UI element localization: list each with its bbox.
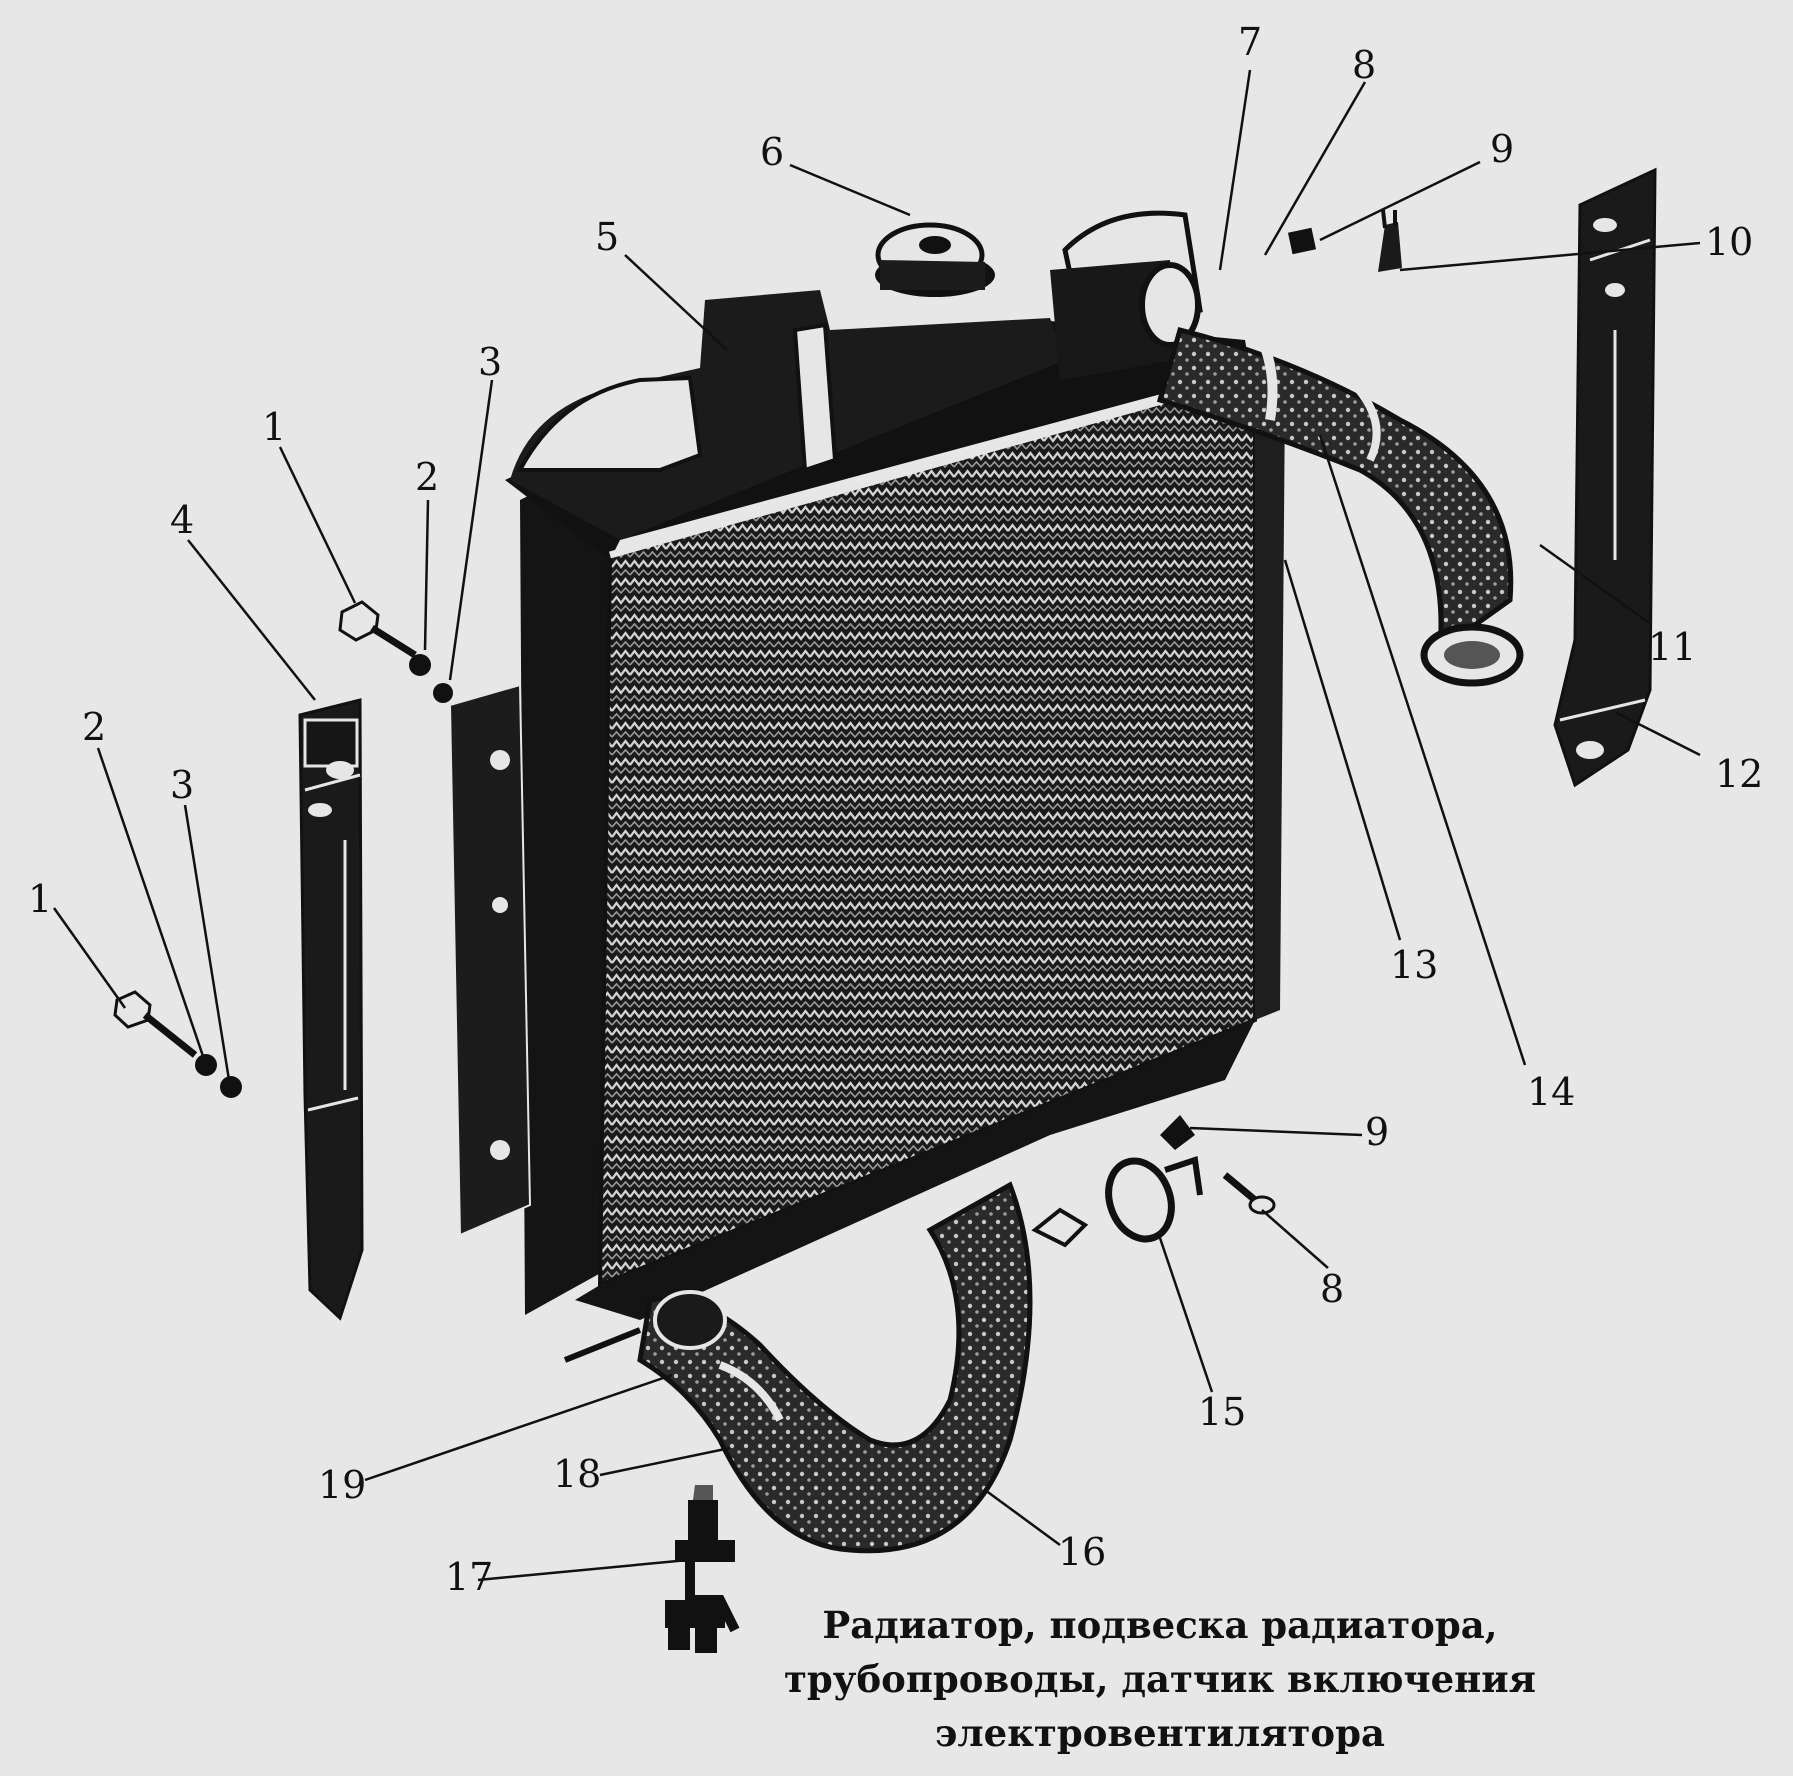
caption-line-3: электровентилятора (935, 1711, 1385, 1755)
temperature-sensor-10 (1378, 209, 1402, 272)
callout-5: 5 (595, 215, 619, 259)
callout-3-upper: 3 (478, 340, 502, 384)
callout-8-upper: 8 (1352, 43, 1376, 87)
fan-switch-sensor-17 (665, 1485, 740, 1653)
callout-10: 10 (1705, 220, 1753, 264)
clip-lower (1160, 1115, 1195, 1150)
mounting-bracket-right (1553, 167, 1657, 788)
upper-hose (1156, 317, 1524, 687)
callout-9-upper: 9 (1490, 127, 1514, 171)
radiator-cap (875, 222, 995, 297)
bolt-lower (113, 990, 242, 1098)
callout-11: 11 (1648, 625, 1696, 669)
callout-6: 6 (760, 130, 784, 174)
clamp-15 (1105, 1156, 1203, 1243)
callout-8-lower: 8 (1320, 1267, 1344, 1311)
callout-1-upper: 1 (262, 405, 286, 449)
radiator (448, 210, 1285, 1320)
callout-2-upper: 2 (415, 455, 439, 499)
callout-16: 16 (1058, 1530, 1106, 1574)
leader-lines (52, 69, 1701, 1582)
callout-labels: 1 2 3 4 5 6 7 8 9 10 11 12 13 14 15 16 1… (28, 20, 1763, 1599)
bolt-upper (338, 600, 453, 703)
callout-3-lower: 3 (170, 763, 194, 807)
callout-19: 19 (318, 1463, 366, 1507)
callout-13: 13 (1390, 943, 1438, 987)
clip-upper (1287, 227, 1317, 255)
screw-lower (1222, 1172, 1276, 1215)
lower-hose (563, 1181, 1089, 1554)
callout-15: 15 (1198, 1390, 1246, 1434)
callout-1-lower: 1 (28, 877, 52, 921)
callout-9-lower: 9 (1365, 1110, 1389, 1154)
callout-12: 12 (1715, 752, 1763, 796)
callout-2-lower: 2 (82, 705, 106, 749)
callout-7: 7 (1238, 20, 1262, 64)
callout-4: 4 (170, 498, 194, 542)
diagram-caption: Радиатор, подвеска радиатора, трубопрово… (760, 1598, 1560, 1760)
callout-17: 17 (445, 1555, 493, 1599)
caption-line-1: Радиатор, подвеска радиатора, (822, 1603, 1498, 1647)
callout-18: 18 (553, 1452, 601, 1496)
caption-line-2: трубопроводы, датчик включения (784, 1657, 1536, 1701)
mounting-bracket-left (298, 698, 364, 1321)
callout-14: 14 (1527, 1070, 1575, 1114)
